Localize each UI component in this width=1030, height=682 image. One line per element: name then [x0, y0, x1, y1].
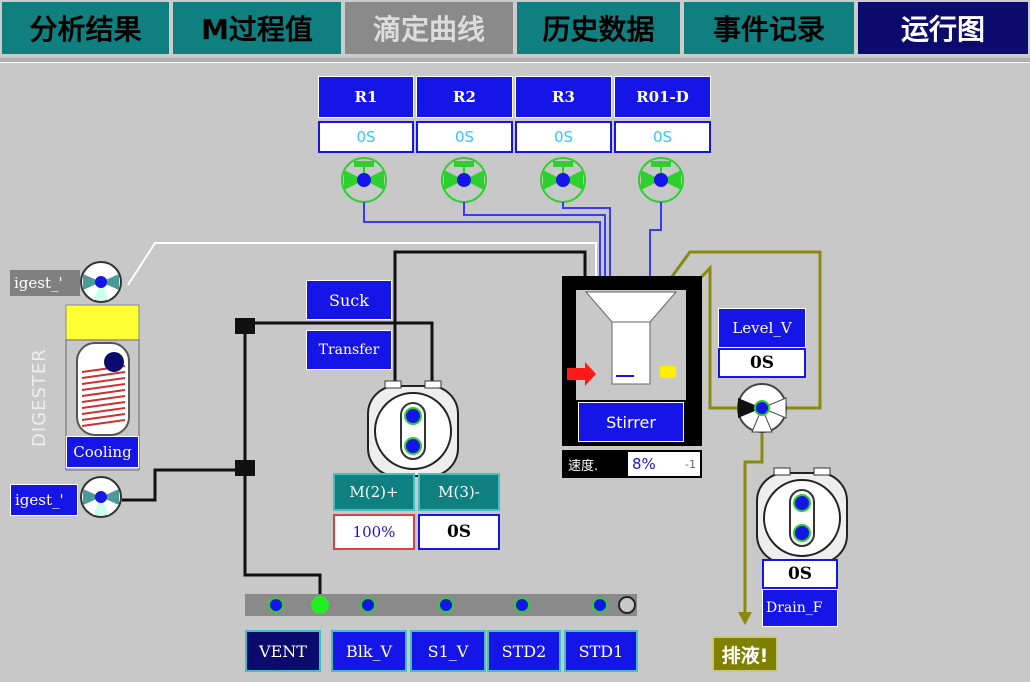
inlet-arrow-icon [567, 362, 596, 386]
stirrer-button[interactable]: Stirrer [578, 402, 684, 442]
cooling-button[interactable]: Cooling [66, 436, 139, 468]
junction-upper-icon [235, 318, 255, 334]
reagent-r1-value: 0S [318, 121, 414, 153]
pump-m2-value: 100% [333, 514, 415, 550]
tab-run-chart[interactable]: 运行图 [856, 0, 1030, 56]
drain-pump-icon [756, 467, 848, 564]
pump-m2-button[interactable]: M(2)+ [333, 473, 415, 511]
speed-extra: -1 [685, 457, 696, 471]
tab-event-log[interactable]: 事件记录 [682, 0, 856, 56]
valve-r2-icon [441, 157, 487, 203]
manifold-end-icon [618, 596, 636, 614]
suck-button[interactable]: Suck [306, 280, 392, 320]
vent-valve-button[interactable]: VENT [245, 630, 321, 672]
valve-r3-icon [540, 157, 586, 203]
blk-valve-button[interactable]: Blk_V [331, 630, 407, 672]
tab-titration-curve[interactable]: 滴定曲线 [343, 0, 515, 56]
speed-value: 8% [632, 455, 656, 473]
level-sensor-icon [660, 366, 676, 378]
level-value: 0S [718, 348, 806, 378]
drain-pump-button[interactable]: Drain_F [762, 589, 838, 627]
reagent-r1-button[interactable]: R1 [318, 76, 414, 118]
manifold-port-std2-icon [514, 597, 530, 613]
tab-history-data[interactable]: 历史数据 [515, 0, 682, 56]
transfer-button[interactable]: Transfer [306, 330, 392, 370]
manifold-port-std1-icon [592, 597, 608, 613]
digester-bottom-valve-icon [80, 476, 122, 518]
reagent-r2-value: 0S [416, 121, 513, 153]
reagent-r3-button[interactable]: R3 [515, 76, 612, 118]
transfer-pump-icon [367, 380, 459, 477]
speed-row: 速度. 8% -1 [562, 450, 702, 478]
junction-lower-icon [235, 460, 255, 476]
drain-value: 0S [762, 559, 838, 589]
manifold-active-port-icon [311, 596, 329, 614]
speed-label: 速度. [568, 458, 599, 474]
tab-analysis-results[interactable]: 分析结果 [0, 0, 171, 56]
manifold-port-blkv-icon [360, 597, 376, 613]
s1-valve-button[interactable]: S1_V [410, 630, 486, 672]
discharge-button[interactable]: 排液! [712, 636, 778, 672]
reagent-r01d-value: 0S [614, 121, 711, 153]
digester-top-valve-icon [80, 261, 122, 303]
std2-valve-button[interactable]: STD2 [487, 630, 561, 672]
digester-top-valve-label[interactable]: igest_' [10, 270, 80, 296]
reagent-r01d-button[interactable]: R01-D [614, 76, 711, 118]
pump-m3-value: 0S [418, 514, 500, 550]
level-valve-button[interactable]: Level_V [718, 308, 806, 348]
tab-bar: 分析结果 M过程值 滴定曲线 历史数据 事件记录 运行图 [0, 0, 1030, 58]
valve-r01d-icon [638, 157, 684, 203]
reagent-r3-value: 0S [515, 121, 612, 153]
std1-valve-button[interactable]: STD1 [564, 630, 638, 672]
level-valve-icon [737, 383, 787, 433]
tab-separator [0, 58, 1030, 63]
tab-m-process-values[interactable]: M过程值 [171, 0, 343, 56]
digester-label: DIGESTER [29, 348, 50, 447]
speed-field[interactable]: 8% -1 [628, 452, 700, 476]
drain-arrow-icon [738, 612, 752, 625]
valve-r1-icon [341, 157, 387, 203]
reagent-r2-button[interactable]: R2 [416, 76, 513, 118]
pump-m3-button[interactable]: M(3)- [418, 473, 500, 511]
manifold-port-vent-icon [268, 597, 284, 613]
digester-bottom-valve-label[interactable]: igest_' [10, 484, 78, 516]
manifold-port-s1v-icon [438, 597, 454, 613]
